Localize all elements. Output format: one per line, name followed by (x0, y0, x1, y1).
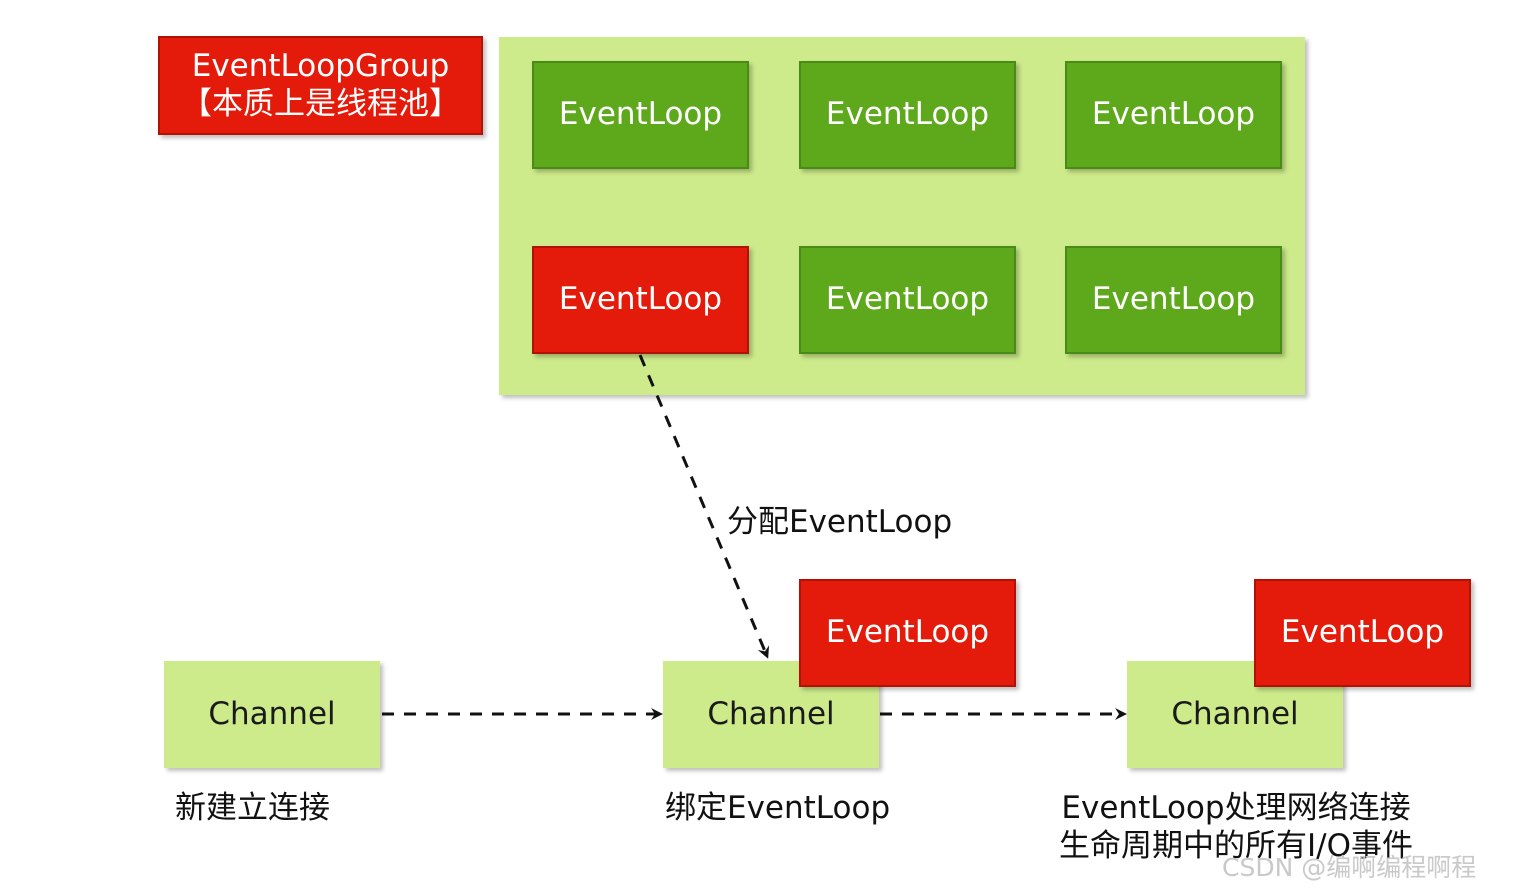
eventloop-label: EventLoop (558, 281, 723, 318)
channel-label: Channel (1171, 695, 1299, 732)
eventloop-box-1: EventLoop (532, 61, 749, 169)
eventloop-label: EventLoop (825, 96, 990, 133)
processing-eventloop-box: EventLoop (1254, 579, 1471, 687)
eventloopgroup-title-box: EventLoopGroup 【本质上是线程池】 (158, 36, 483, 135)
eventloop-label: EventLoop (825, 281, 990, 318)
eventloop-box-6: EventLoop (1065, 246, 1282, 354)
stage-caption-processing-line1: EventLoop处理网络连接 (1061, 790, 1411, 826)
eventloop-label: EventLoop (1091, 96, 1256, 133)
channel-label: Channel (707, 695, 835, 732)
group-title-line2: 【本质上是线程池】 (181, 85, 460, 122)
eventloop-label: EventLoop (1280, 614, 1445, 651)
eventloop-label: EventLoop (558, 96, 723, 133)
group-title-line1: EventLoopGroup (191, 48, 450, 85)
channel-box-new: Channel (164, 661, 380, 768)
stage-caption-processing: EventLoop处理网络连接 生命周期中的所有I/O事件 (1051, 790, 1421, 866)
bound-eventloop-box: EventLoop (799, 579, 1016, 687)
eventloop-box-2: EventLoop (799, 61, 1016, 169)
eventloop-box-3: EventLoop (1065, 61, 1282, 169)
stage-caption-bind-eventloop: 绑定EventLoop (665, 790, 891, 826)
eventloop-label: EventLoop (825, 614, 990, 651)
eventloop-label: EventLoop (1091, 281, 1256, 318)
stage-caption-new-connection: 新建立连接 (175, 790, 330, 826)
channel-label: Channel (208, 695, 336, 732)
eventloop-box-4-assigned: EventLoop (532, 246, 749, 354)
stage-caption-processing-line2: 生命周期中的所有I/O事件 (1059, 827, 1413, 864)
channel-box-bound: Channel (663, 661, 879, 768)
csdn-watermark: CSDN @编啊编程啊程 (1222, 853, 1477, 882)
assign-arrow (638, 354, 770, 659)
assign-eventloop-label: 分配EventLoop (727, 504, 953, 540)
eventloop-box-5: EventLoop (799, 246, 1016, 354)
